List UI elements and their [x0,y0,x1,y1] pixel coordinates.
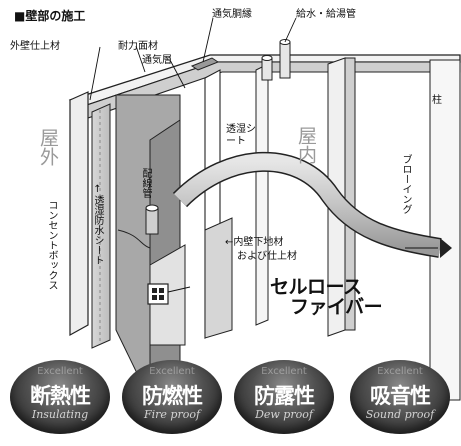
label-pillar: 柱 [432,95,442,106]
badge-dew-proof: Excellent 防露性 Dew proof [234,360,334,434]
badge-main-text: 吸音性 [370,384,431,408]
label-inner-wall-1: ←内壁下地材 [225,237,284,248]
badge-top-text: Excellent [261,366,307,377]
right-studs [255,57,461,401]
outlet-box [147,283,169,305]
label-vent-layer: 通気層 [142,55,172,66]
label-moisture-sheet: 透湿シート [226,124,256,147]
label-outside: 屋外 [37,128,59,166]
label-exterior-finish: 外壁仕上材 [10,41,60,52]
wiring-pipe [145,204,159,235]
badge-main-text: 防露性 [254,384,315,408]
center-stud [204,69,233,339]
label-cellulose-2: ファイバー [290,296,383,318]
inner-wall-panel [147,244,186,346]
badge-top-text: Excellent [37,366,83,377]
exterior-finish-board [69,91,89,337]
label-structural-board: 耐力面材 [118,41,158,52]
diagram-title: ■壁部の施工 [14,9,86,23]
label-blowing: ブローイング [400,154,411,214]
badge-sub-text: Fire proof [143,408,201,421]
label-waterproof-sheet: ↑透湿防水シート [92,184,103,265]
label-wiring-pipe: 配線管 [140,168,151,198]
badge-top-text: Excellent [149,366,195,377]
badge-main-text: 断熱性 [30,384,91,408]
label-inner-wall-2: および仕上材 [237,251,297,262]
badge-sub-text: Sound proof [365,408,435,421]
leader-lines [89,17,438,293]
blowing-hose [172,151,452,258]
badge-fire-proof: Excellent 防燃性 Fire proof [122,360,222,434]
label-cellulose-1: セルロース [270,276,362,298]
badge-top-text: Excellent [377,366,423,377]
badge-sub-text: Insulating [31,408,89,421]
structural-board [91,103,111,349]
badge-main-text: 防燃性 [142,384,203,408]
badge-sub-text: Dew proof [255,408,313,421]
label-vent-furring: 通気胴縁 [212,9,252,20]
label-inside: 屋内 [295,126,317,164]
badge-sound-proof: Excellent 吸音性 Sound proof [350,360,450,434]
label-outlet-box: コンセントボックス [46,200,57,290]
vent-furring [190,57,220,71]
wall-stud [115,94,181,401]
badge-insulating: Excellent 断熱性 Insulating [10,360,110,434]
label-water-pipe: 給水・給湯管 [296,9,356,20]
